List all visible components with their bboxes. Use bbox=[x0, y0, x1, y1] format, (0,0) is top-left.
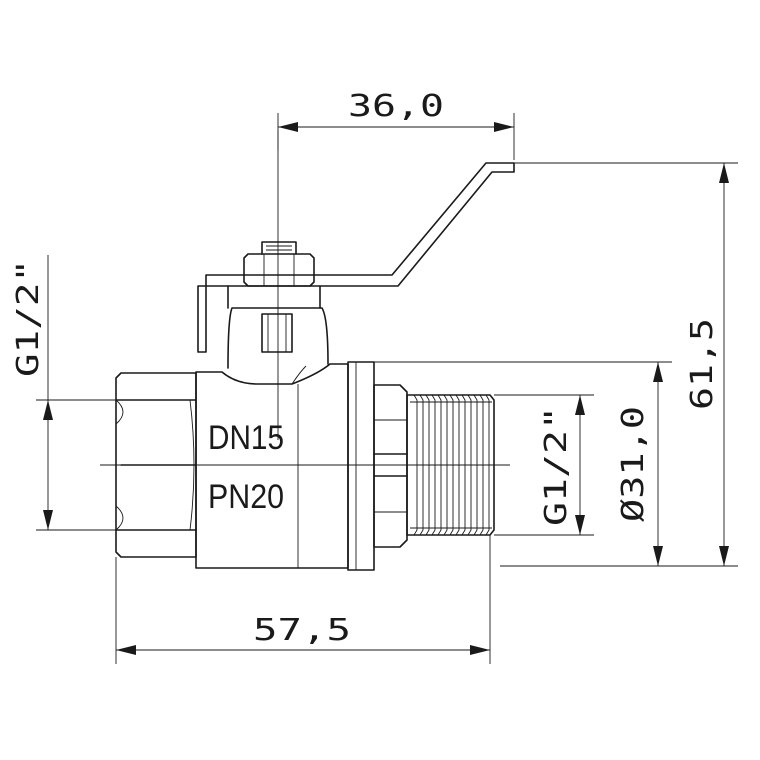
svg-text:G1/2": G1/2" bbox=[11, 259, 46, 377]
svg-text:G1/2": G1/2" bbox=[539, 406, 574, 526]
valve-body bbox=[115, 307, 495, 571]
dimension-total-length: 57,5 bbox=[115, 535, 491, 664]
center-lines bbox=[100, 130, 510, 466]
svg-text:Ø31,0: Ø31,0 bbox=[616, 406, 651, 522]
dimension-thread-female: G1/2" bbox=[11, 255, 116, 531]
valve-handle bbox=[197, 162, 515, 353]
svg-text:57,5: 57,5 bbox=[253, 613, 351, 648]
dimension-handle-reach: 36,0 bbox=[277, 89, 515, 160]
marking-pn: PN20 bbox=[208, 478, 284, 516]
dimension-thread-male: G1/2" bbox=[494, 394, 594, 536]
dimension-total-height: 61,5 bbox=[500, 162, 738, 567]
dimension-body-diameter: Ø31,0 bbox=[374, 361, 672, 566]
svg-text:36,0: 36,0 bbox=[348, 89, 444, 124]
marking-dn: DN15 bbox=[208, 419, 284, 457]
svg-text:61,5: 61,5 bbox=[685, 318, 720, 410]
